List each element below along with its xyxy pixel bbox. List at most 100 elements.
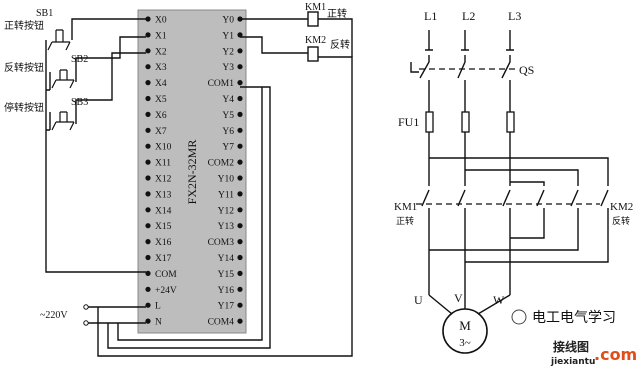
plc-input-terminal xyxy=(145,254,151,261)
watermark-suffix: .com xyxy=(594,345,637,364)
plc-input-label: X10 xyxy=(155,143,172,153)
km2-tag: KM2 xyxy=(305,35,326,46)
plc-input-label: X3 xyxy=(155,63,167,73)
plc-output-label: Y6 xyxy=(222,127,234,137)
plc-input-terminal xyxy=(145,207,151,213)
terminal-w: W xyxy=(493,293,505,307)
km1-tag: KM1 xyxy=(305,2,326,13)
plc-input-terminal xyxy=(145,318,151,324)
plc-input-label: X4 xyxy=(155,79,167,89)
plc-input-label: X14 xyxy=(155,206,172,216)
km2-main-tag: KM2 xyxy=(610,201,633,213)
plc-output-label: Y10 xyxy=(218,175,235,185)
plc-input-label: L xyxy=(155,302,161,312)
sb1-switch xyxy=(45,24,73,55)
km2-coil xyxy=(307,46,319,62)
plc-output-label: Y11 xyxy=(218,190,234,200)
plc-input-label: X17 xyxy=(155,254,172,264)
power-label: ~220V xyxy=(40,310,68,321)
sb2-label: 反转按钮 xyxy=(4,61,44,74)
km1-coil xyxy=(307,11,319,27)
wechat-icon xyxy=(511,309,527,325)
plc-output-label: Y4 xyxy=(222,95,234,105)
plc-input-label: X15 xyxy=(155,222,172,232)
plc-input-label: X12 xyxy=(155,175,172,185)
plc-output-terminal xyxy=(237,286,243,292)
plc-output-label: COM4 xyxy=(208,318,235,328)
sb3-label: 停转按钮 xyxy=(4,101,44,114)
wire-button-common xyxy=(46,89,50,131)
plc-output-terminal xyxy=(237,127,243,133)
plc-output-label: COM3 xyxy=(208,238,235,248)
plc-output-terminal xyxy=(237,111,243,117)
plc-input-terminal xyxy=(145,302,151,308)
qs-label: QS xyxy=(519,63,534,77)
plc-output-terminal xyxy=(237,207,243,213)
wire-sb2-x1 xyxy=(75,36,146,66)
phase-l2-label: L2 xyxy=(462,9,475,23)
plc-output-terminal xyxy=(237,95,243,102)
plc-output-label: Y1 xyxy=(222,31,234,41)
wire-km1-out xyxy=(318,18,353,57)
km2-label: 反转 xyxy=(330,38,350,51)
plc-output-terminal xyxy=(237,80,243,86)
plc-model-label: FX2N-32MR xyxy=(185,140,199,205)
plc-input-terminal xyxy=(145,95,151,102)
sb1-tag: SB1 xyxy=(36,8,53,19)
sb3-tag: SB3 xyxy=(71,97,88,108)
phase-l1-label: L1 xyxy=(424,9,437,23)
plc-output-label: COM2 xyxy=(208,159,235,169)
plc-body xyxy=(137,9,247,334)
plc-input-label: N xyxy=(155,318,162,328)
watermark-domain: jiexiantu xyxy=(550,357,595,367)
plc-input-terminal xyxy=(145,270,151,276)
plc-input-label: X5 xyxy=(155,95,167,105)
plc-output-label: Y14 xyxy=(218,254,235,264)
power-n-terminal xyxy=(83,320,89,326)
plc-output-label: Y13 xyxy=(218,222,235,232)
plc-input-terminal xyxy=(145,223,151,229)
phase-l3-label: L3 xyxy=(508,9,521,23)
plc-output-terminal xyxy=(237,270,243,276)
watermark: 电工电气学习 接线图 jiexiantu .com xyxy=(511,309,637,367)
sb3-switch xyxy=(49,108,77,131)
sb2-tag: SB2 xyxy=(71,54,88,65)
plc-output-terminal xyxy=(237,175,243,181)
km1-label: 正转 xyxy=(327,7,347,20)
wire-loop-l xyxy=(97,56,353,357)
motor-letter: M xyxy=(459,318,471,333)
plc-output-label: Y5 xyxy=(222,111,234,121)
wire-loop-com1 xyxy=(107,86,271,349)
plc-output-terminal xyxy=(237,143,243,149)
km1-main-label: 正转 xyxy=(396,215,414,227)
watermark-site-cn: 接线图 xyxy=(553,339,589,354)
sb1-label: 正转按钮 xyxy=(4,19,44,32)
plc-input-terminal xyxy=(145,143,151,149)
wire-loop-n xyxy=(117,87,263,341)
plc-output-label: Y15 xyxy=(218,270,235,280)
plc-input-terminal xyxy=(145,48,151,54)
plc-input-terminal xyxy=(145,191,151,197)
plc-input-label: X6 xyxy=(155,111,167,121)
plc-input-terminal xyxy=(145,127,151,133)
plc-input-label: X0 xyxy=(155,16,167,26)
plc-output-label: Y12 xyxy=(218,206,235,216)
power-l-terminal xyxy=(83,304,89,310)
terminal-v: V xyxy=(454,291,463,305)
plc-input-label: X11 xyxy=(155,159,171,169)
wire-com-common xyxy=(45,55,146,273)
km2-main-label: 反转 xyxy=(612,215,630,227)
motor-phase: 3~ xyxy=(459,337,471,349)
plc-output-label: Y7 xyxy=(222,143,234,153)
plc-input-terminal xyxy=(145,286,151,292)
plc-output-terminal xyxy=(237,302,243,308)
fuse-label: FU1 xyxy=(398,115,419,129)
plc-output-terminal xyxy=(237,191,243,197)
plc-input-terminal xyxy=(145,64,151,70)
plc-input-label: X13 xyxy=(155,190,172,200)
plc-output-label: Y16 xyxy=(218,286,235,296)
plc-input-label: X2 xyxy=(155,47,167,57)
main-circuit: L1 L2 L3 QS FU1 KM1 正转 KM2 反转 U V W xyxy=(394,9,633,354)
wire-power-ln xyxy=(88,306,146,324)
